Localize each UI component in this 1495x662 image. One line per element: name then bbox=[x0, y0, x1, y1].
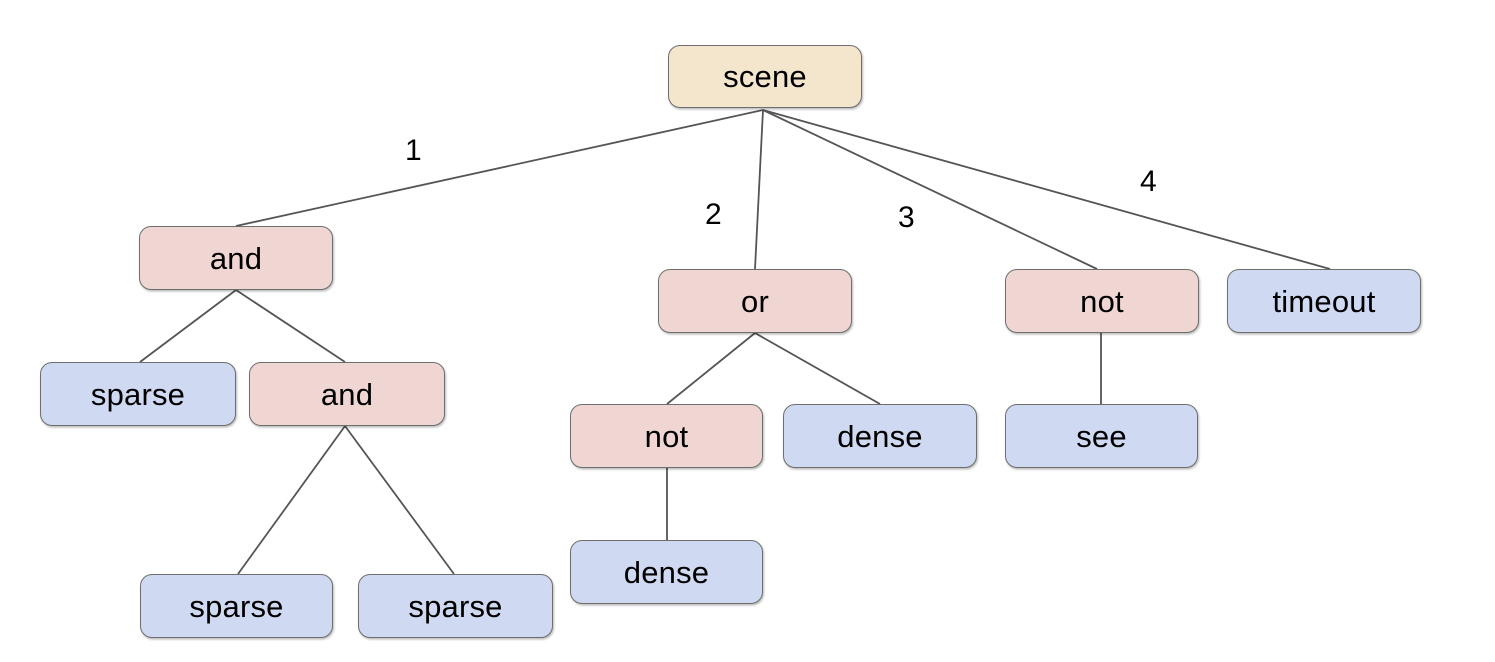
edge-label-1: 1 bbox=[405, 134, 422, 167]
node-timeout1[interactable]: timeout bbox=[1227, 269, 1421, 333]
edge-and1-sparse1 bbox=[139, 289, 237, 363]
node-not1[interactable]: not bbox=[1005, 269, 1199, 333]
edge-label-4: 4 bbox=[1140, 165, 1157, 198]
node-label: not bbox=[1080, 283, 1124, 319]
edge-label-2: 2 bbox=[705, 198, 722, 231]
edge-or1-not2 bbox=[666, 332, 756, 405]
edge-and2-sparse2 bbox=[237, 425, 346, 575]
node-label: or bbox=[741, 283, 769, 319]
edge-scene-not1 bbox=[762, 109, 1098, 270]
node-dense2[interactable]: dense bbox=[570, 540, 763, 604]
edge-and2-sparse3 bbox=[344, 425, 455, 575]
node-label: not bbox=[644, 418, 689, 454]
node-sparse3[interactable]: sparse bbox=[358, 574, 553, 638]
edge-or1-dense1 bbox=[754, 332, 881, 405]
node-scene[interactable]: scene bbox=[668, 45, 862, 108]
node-and2[interactable]: and bbox=[249, 362, 445, 426]
node-dense1[interactable]: dense bbox=[783, 404, 977, 468]
node-label: sparse bbox=[189, 588, 284, 624]
node-label: and bbox=[209, 240, 263, 276]
node-or1[interactable]: or bbox=[658, 269, 852, 333]
edge-scene-and1 bbox=[235, 109, 764, 227]
node-sparse1[interactable]: sparse bbox=[40, 362, 236, 426]
node-label: see bbox=[1076, 418, 1127, 454]
node-label: sparse bbox=[408, 588, 503, 624]
edge-label-3: 3 bbox=[898, 201, 915, 234]
node-not2[interactable]: not bbox=[570, 404, 763, 468]
edge-and1-and2 bbox=[235, 289, 346, 363]
node-label: sparse bbox=[90, 376, 186, 412]
edge-scene-or1 bbox=[754, 109, 764, 270]
node-label: and bbox=[320, 376, 374, 412]
node-sparse2[interactable]: sparse bbox=[140, 574, 333, 638]
node-see1[interactable]: see bbox=[1005, 404, 1198, 468]
node-label: dense bbox=[837, 418, 923, 454]
node-label: timeout bbox=[1272, 283, 1376, 319]
edge-scene-timeout1 bbox=[762, 109, 1331, 270]
node-label: dense bbox=[623, 554, 710, 590]
node-and1[interactable]: and bbox=[139, 226, 333, 290]
node-label: scene bbox=[723, 59, 807, 94]
